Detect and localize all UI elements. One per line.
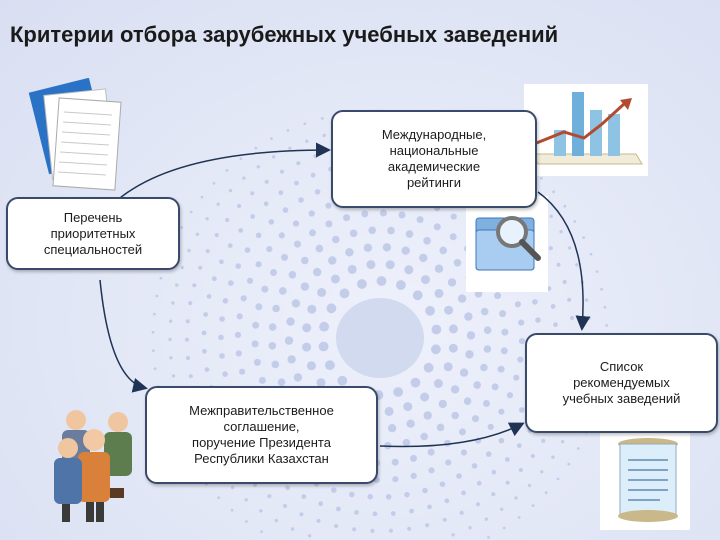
node-list: Список рекомендуемых учебных заведений <box>525 333 718 433</box>
node-specialties: Перечень приоритетных специальностей <box>6 197 180 270</box>
node-agreement-label: Межправительственное соглашение, поручен… <box>189 403 334 467</box>
arrow-list-to-agreement <box>100 280 145 388</box>
node-list-label: Список рекомендуемых учебных заведений <box>563 359 681 407</box>
arrow-agreement-to-list <box>380 424 522 447</box>
arrow-ratings-to-list <box>538 192 583 328</box>
node-specialties-label: Перечень приоритетных специальностей <box>44 210 142 258</box>
node-ratings-label: Международные, национальные академически… <box>382 127 486 191</box>
arrow-specialties-to-ratings <box>120 150 328 198</box>
node-agreement: Межправительственное соглашение, поручен… <box>145 386 378 484</box>
node-ratings: Международные, национальные академически… <box>331 110 537 208</box>
